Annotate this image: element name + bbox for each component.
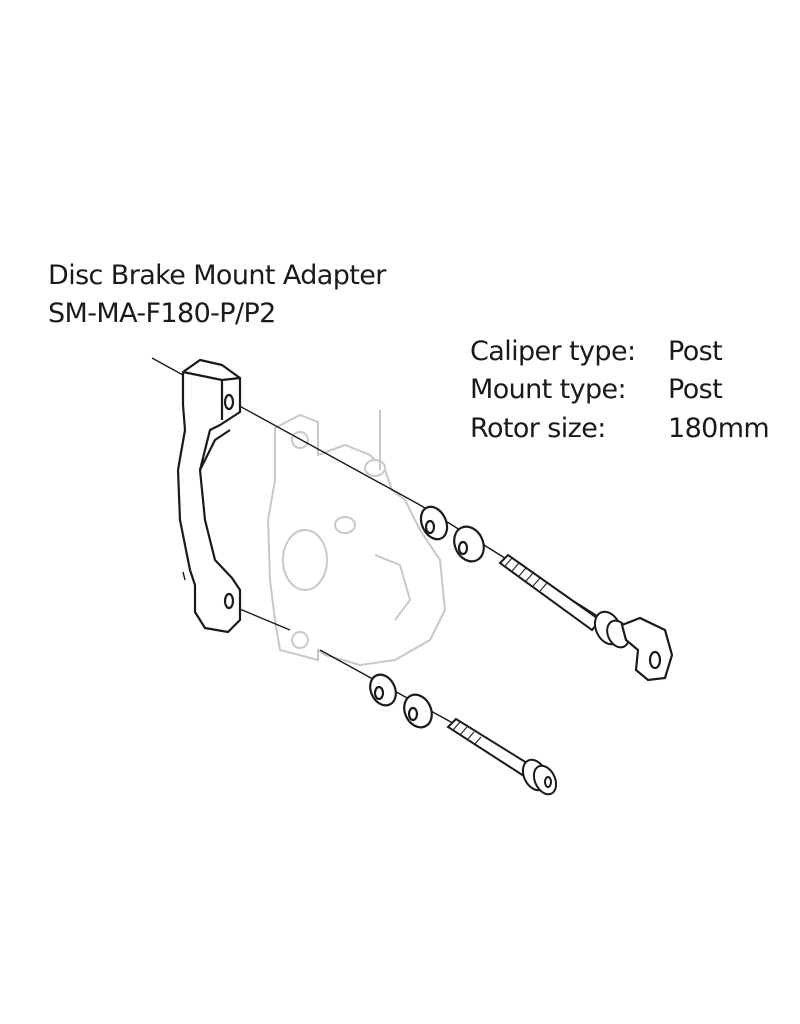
- lower-washer-2: [403, 693, 433, 729]
- spec-label: Mount type:: [470, 374, 627, 405]
- upper-washer-2: [453, 525, 485, 563]
- spec-label: Rotor size:: [470, 413, 606, 444]
- spec-value: Post: [668, 374, 723, 405]
- upper-bolt: [498, 553, 630, 649]
- spec-value: 180mm: [668, 413, 770, 444]
- bolt-thread: [504, 557, 548, 592]
- product-model: SM-MA-F180-P/P2: [48, 298, 276, 329]
- lower-washer-1: [369, 673, 397, 707]
- spec-value: Post: [668, 336, 723, 367]
- bolt-thread: [452, 721, 482, 746]
- retaining-clip: [620, 616, 674, 682]
- mount-adapter: [176, 358, 242, 634]
- lower-bolt: [446, 717, 558, 796]
- spec-label: Caliper type:: [470, 336, 636, 367]
- product-name: Disc Brake Mount Adapter: [48, 260, 386, 291]
- caliper-ghost: [266, 410, 447, 667]
- upper-washer-1: [419, 505, 449, 541]
